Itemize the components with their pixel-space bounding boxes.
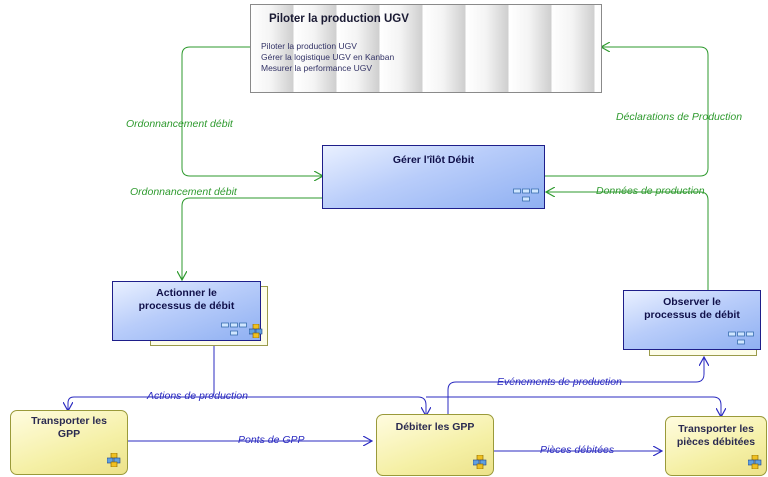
flow-evenements — [447, 358, 704, 414]
flow-label-ponts: Ponts de GPP — [238, 434, 305, 446]
flow-ordonnancement-down — [182, 197, 322, 279]
process-piloter-production[interactable]: Piloter la production UGV Piloter la pro… — [250, 4, 602, 93]
flow-actions — [68, 346, 215, 410]
flow-label-actions: Actions de production — [147, 390, 248, 402]
transporter-gpp-title-line2: GPP — [57, 428, 81, 440]
list-item: Gérer la logistique UGV en Kanban — [261, 52, 395, 62]
flow-label-evenements: Evénements de production — [497, 376, 622, 388]
subprocess-flow-icon — [513, 188, 539, 202]
flow-ordonnancement-top — [181, 46, 322, 176]
mosaic-icon — [249, 324, 263, 338]
activity-transporter-pieces[interactable]: Transporter les pièces débitées — [665, 416, 767, 476]
list-item: Piloter la production UGV — [261, 41, 357, 51]
flow-label-declarations: Déclarations de Production — [616, 111, 743, 123]
mosaic-icon — [748, 455, 762, 469]
observer-title-line2: processus de débit — [644, 309, 740, 321]
list-item: Mesurer la performance UGV — [261, 63, 373, 73]
flow-donnees — [547, 192, 709, 291]
activity-transporter-gpp[interactable]: Transporter les GPP — [10, 410, 128, 475]
mosaic-icon — [107, 453, 121, 467]
actionner-title-line1: Actionner le — [156, 287, 217, 299]
subprocess-flow-icon — [221, 322, 247, 336]
process-gerer-ilot[interactable]: Gérer l'îlôt Débit — [322, 145, 545, 209]
piloter-title: Piloter la production UGV — [269, 13, 409, 25]
subprocess-flow-icon — [728, 331, 754, 345]
mosaic-icon — [473, 455, 487, 469]
actionner-title-line2: processus de débit — [138, 300, 235, 312]
transporter-gpp-title-line1: Transporter les — [31, 415, 107, 427]
transporter-pieces-title-line2: pièces débitées — [676, 436, 756, 448]
flow-declarations — [544, 47, 709, 177]
gerer-ilot-title: Gérer l'îlôt Débit — [392, 154, 475, 166]
activity-debiter-gpp[interactable]: Débiter les GPP — [376, 414, 494, 476]
debiter-title: Débiter les GPP — [395, 421, 475, 433]
piloter-subprocess-list: Piloter la production UGV Gérer la logis… — [261, 41, 394, 74]
observer-title-line1: Observer le — [663, 296, 721, 308]
transporter-pieces-title-line1: Transporter les — [678, 423, 754, 435]
process-observer[interactable]: Observer le processus de débit — [623, 290, 761, 350]
flow-label-ordonnancement-2: Ordonnancement débit — [130, 186, 237, 198]
flow-label-donnees: Données de production — [596, 185, 705, 197]
flow-label-ordonnancement-1: Ordonnancement débit — [126, 118, 233, 130]
process-actionner[interactable]: Actionner le processus de débit — [112, 281, 263, 341]
flow-label-pieces: Pièces débitées — [540, 444, 615, 456]
